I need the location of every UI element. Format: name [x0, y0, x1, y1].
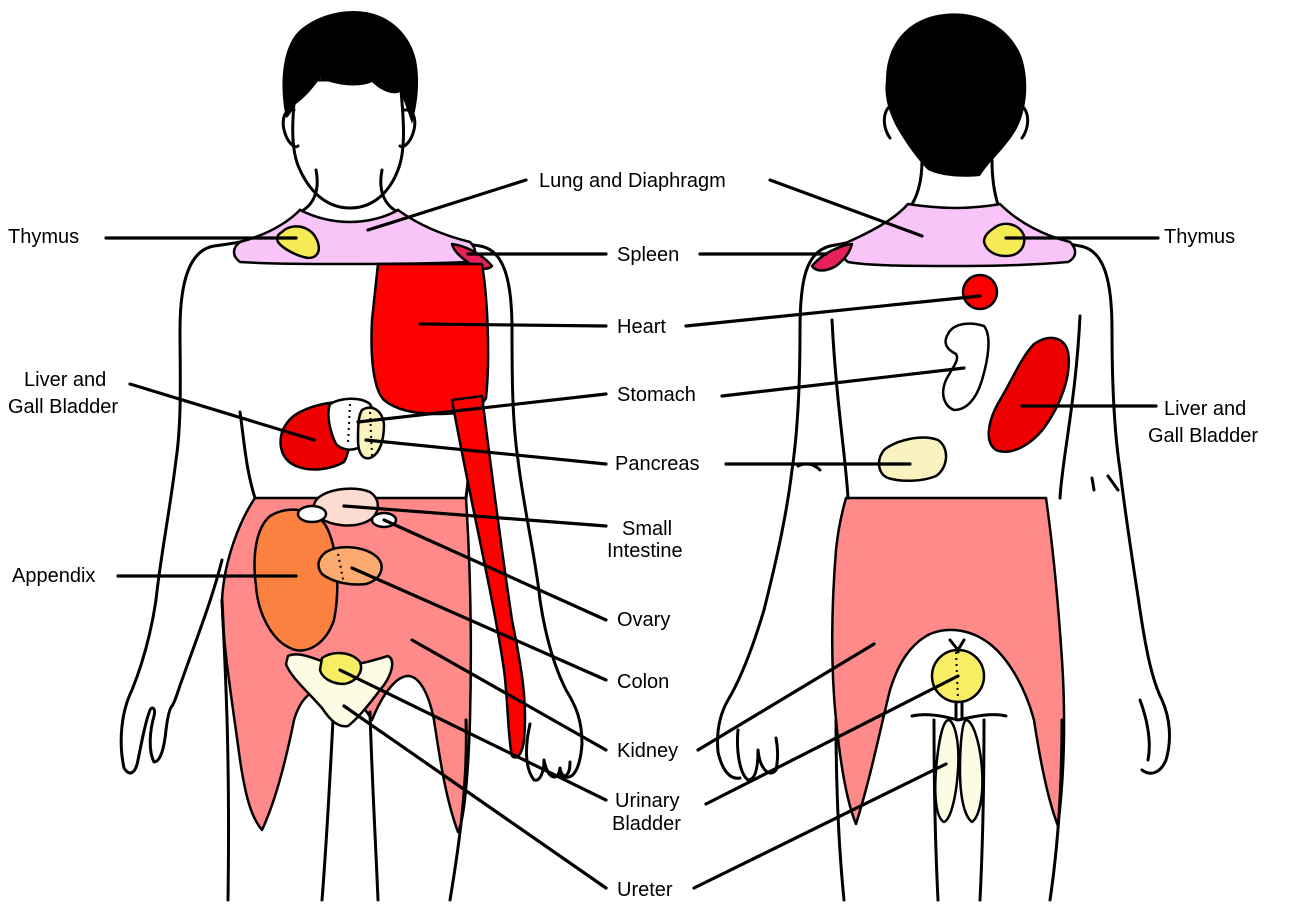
label-liver-right-2: Gall Bladder [1148, 425, 1258, 447]
back-stomach [943, 324, 988, 410]
label-urinary-bladder-1: Urinary [615, 790, 679, 812]
label-heart: Heart [617, 316, 666, 338]
label-thymus-left: Thymus [8, 226, 79, 248]
label-liver-left-1: Liver and [24, 369, 106, 391]
front-ear-left [283, 110, 298, 147]
back-liver [989, 338, 1069, 452]
back-bladder-neck [956, 702, 962, 718]
back-ureter-left [935, 720, 958, 822]
front-ovary-left [298, 506, 326, 522]
label-kidney: Kidney [617, 740, 678, 762]
label-appendix: Appendix [12, 565, 95, 587]
label-liver-right-1: Liver and [1164, 398, 1246, 420]
labels: Lung and Diaphragm Thymus Thymus Spleen … [8, 170, 1258, 901]
front-colon [319, 547, 382, 584]
label-colon: Colon [617, 671, 669, 693]
label-urinary-bladder-2: Bladder [612, 813, 681, 835]
label-thymus-right: Thymus [1164, 226, 1235, 248]
front-heart [372, 264, 489, 414]
front-hair [282, 11, 418, 124]
label-ovary: Ovary [617, 609, 670, 631]
back-pancreas [879, 438, 946, 481]
front-pancreas [358, 408, 384, 459]
back-hair [885, 13, 1026, 176]
back-right-hand [1140, 700, 1149, 760]
label-lung-and-diaphragm: Lung and Diaphragm [539, 170, 726, 192]
front-face [293, 80, 404, 208]
back-lung-diaphragm [842, 204, 1075, 266]
back-heart [963, 275, 997, 309]
back-ureter-right [960, 720, 982, 822]
back-spleen [812, 244, 852, 271]
label-liver-left-2: Gall Bladder [8, 396, 118, 418]
label-ureter: Ureter [617, 879, 673, 901]
label-pancreas: Pancreas [615, 453, 700, 475]
label-stomach: Stomach [617, 384, 696, 406]
label-spleen: Spleen [617, 244, 679, 266]
label-small-intestine-1: Small [622, 518, 672, 540]
label-small-intestine-2: Intestine [607, 540, 683, 562]
